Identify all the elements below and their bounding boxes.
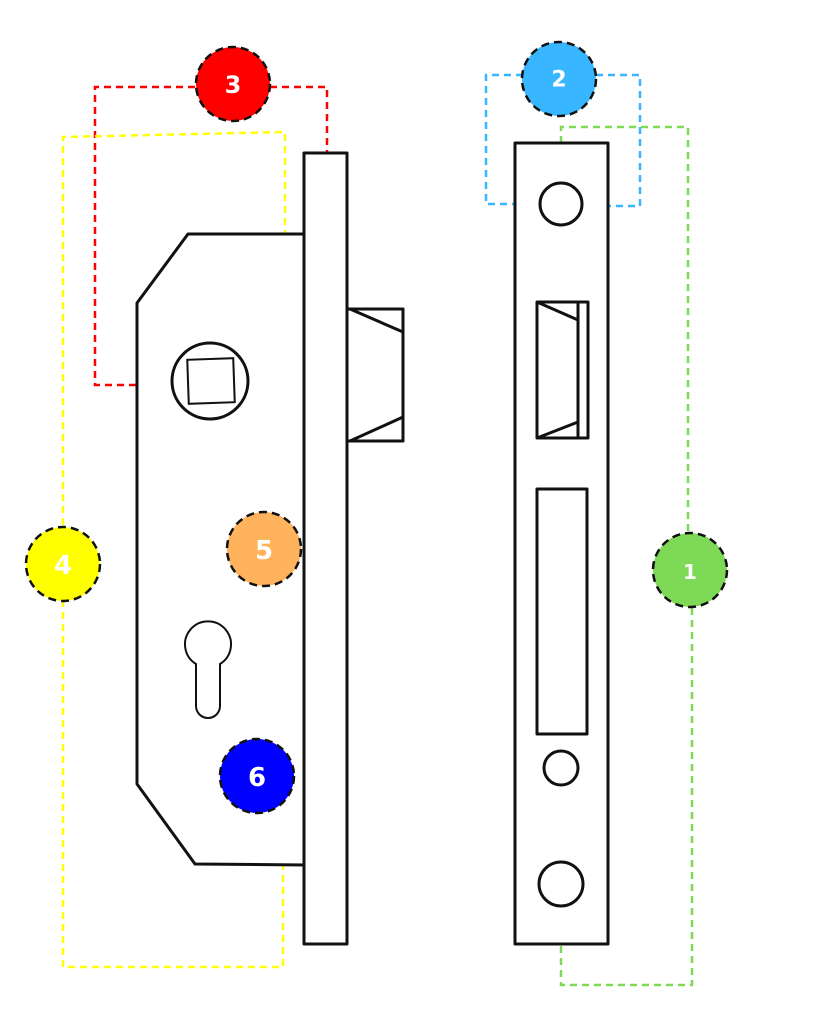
leader-line-2-left — [484, 73, 523, 206]
badge-6-label: 6 — [248, 763, 266, 793]
leader-line-4-top — [61, 130, 287, 525]
badge-2-circle — [520, 40, 598, 118]
badge-2: 2 — [520, 40, 598, 118]
badge-1: 1 — [651, 531, 729, 609]
badge-3-circle — [194, 45, 272, 123]
leader-line-1-bottom — [559, 608, 694, 987]
strike-screw-hole-top — [538, 181, 584, 227]
badge-4-label: 4 — [54, 551, 72, 581]
badge-3-label: 3 — [225, 71, 242, 99]
badge-3: 3 — [194, 45, 272, 123]
badge-4-circle — [24, 525, 102, 603]
badge-1-circle — [651, 531, 729, 609]
strike-screw-hole-bottom — [537, 860, 585, 908]
strike-latch-opening — [535, 300, 590, 440]
badge-2-label: 2 — [551, 68, 566, 93]
badge-5-label: 5 — [255, 536, 273, 566]
badge-5-circle — [225, 510, 303, 588]
strike-screw-hole-middle — [542, 749, 580, 787]
latch-bolt — [347, 307, 405, 443]
lock-forend — [302, 151, 349, 946]
badge-4: 4 — [24, 525, 102, 603]
leader-line-3-right — [270, 85, 329, 153]
strike-bolt-opening — [535, 487, 589, 736]
badge-6-circle — [218, 737, 296, 815]
strike-latch-lip — [536, 300, 580, 440]
leader-line-2-right — [596, 73, 642, 208]
leader-line-4-bottom — [61, 600, 285, 969]
badge-6: 6 — [218, 737, 296, 815]
spindle-square-hole — [186, 357, 236, 405]
badge-1-label: 1 — [683, 560, 697, 584]
badge-5: 5 — [225, 510, 303, 588]
cylinder-keyhole — [184, 620, 232, 719]
latch-bolt-bevel — [349, 307, 404, 443]
leader-line-3 — [93, 85, 195, 387]
